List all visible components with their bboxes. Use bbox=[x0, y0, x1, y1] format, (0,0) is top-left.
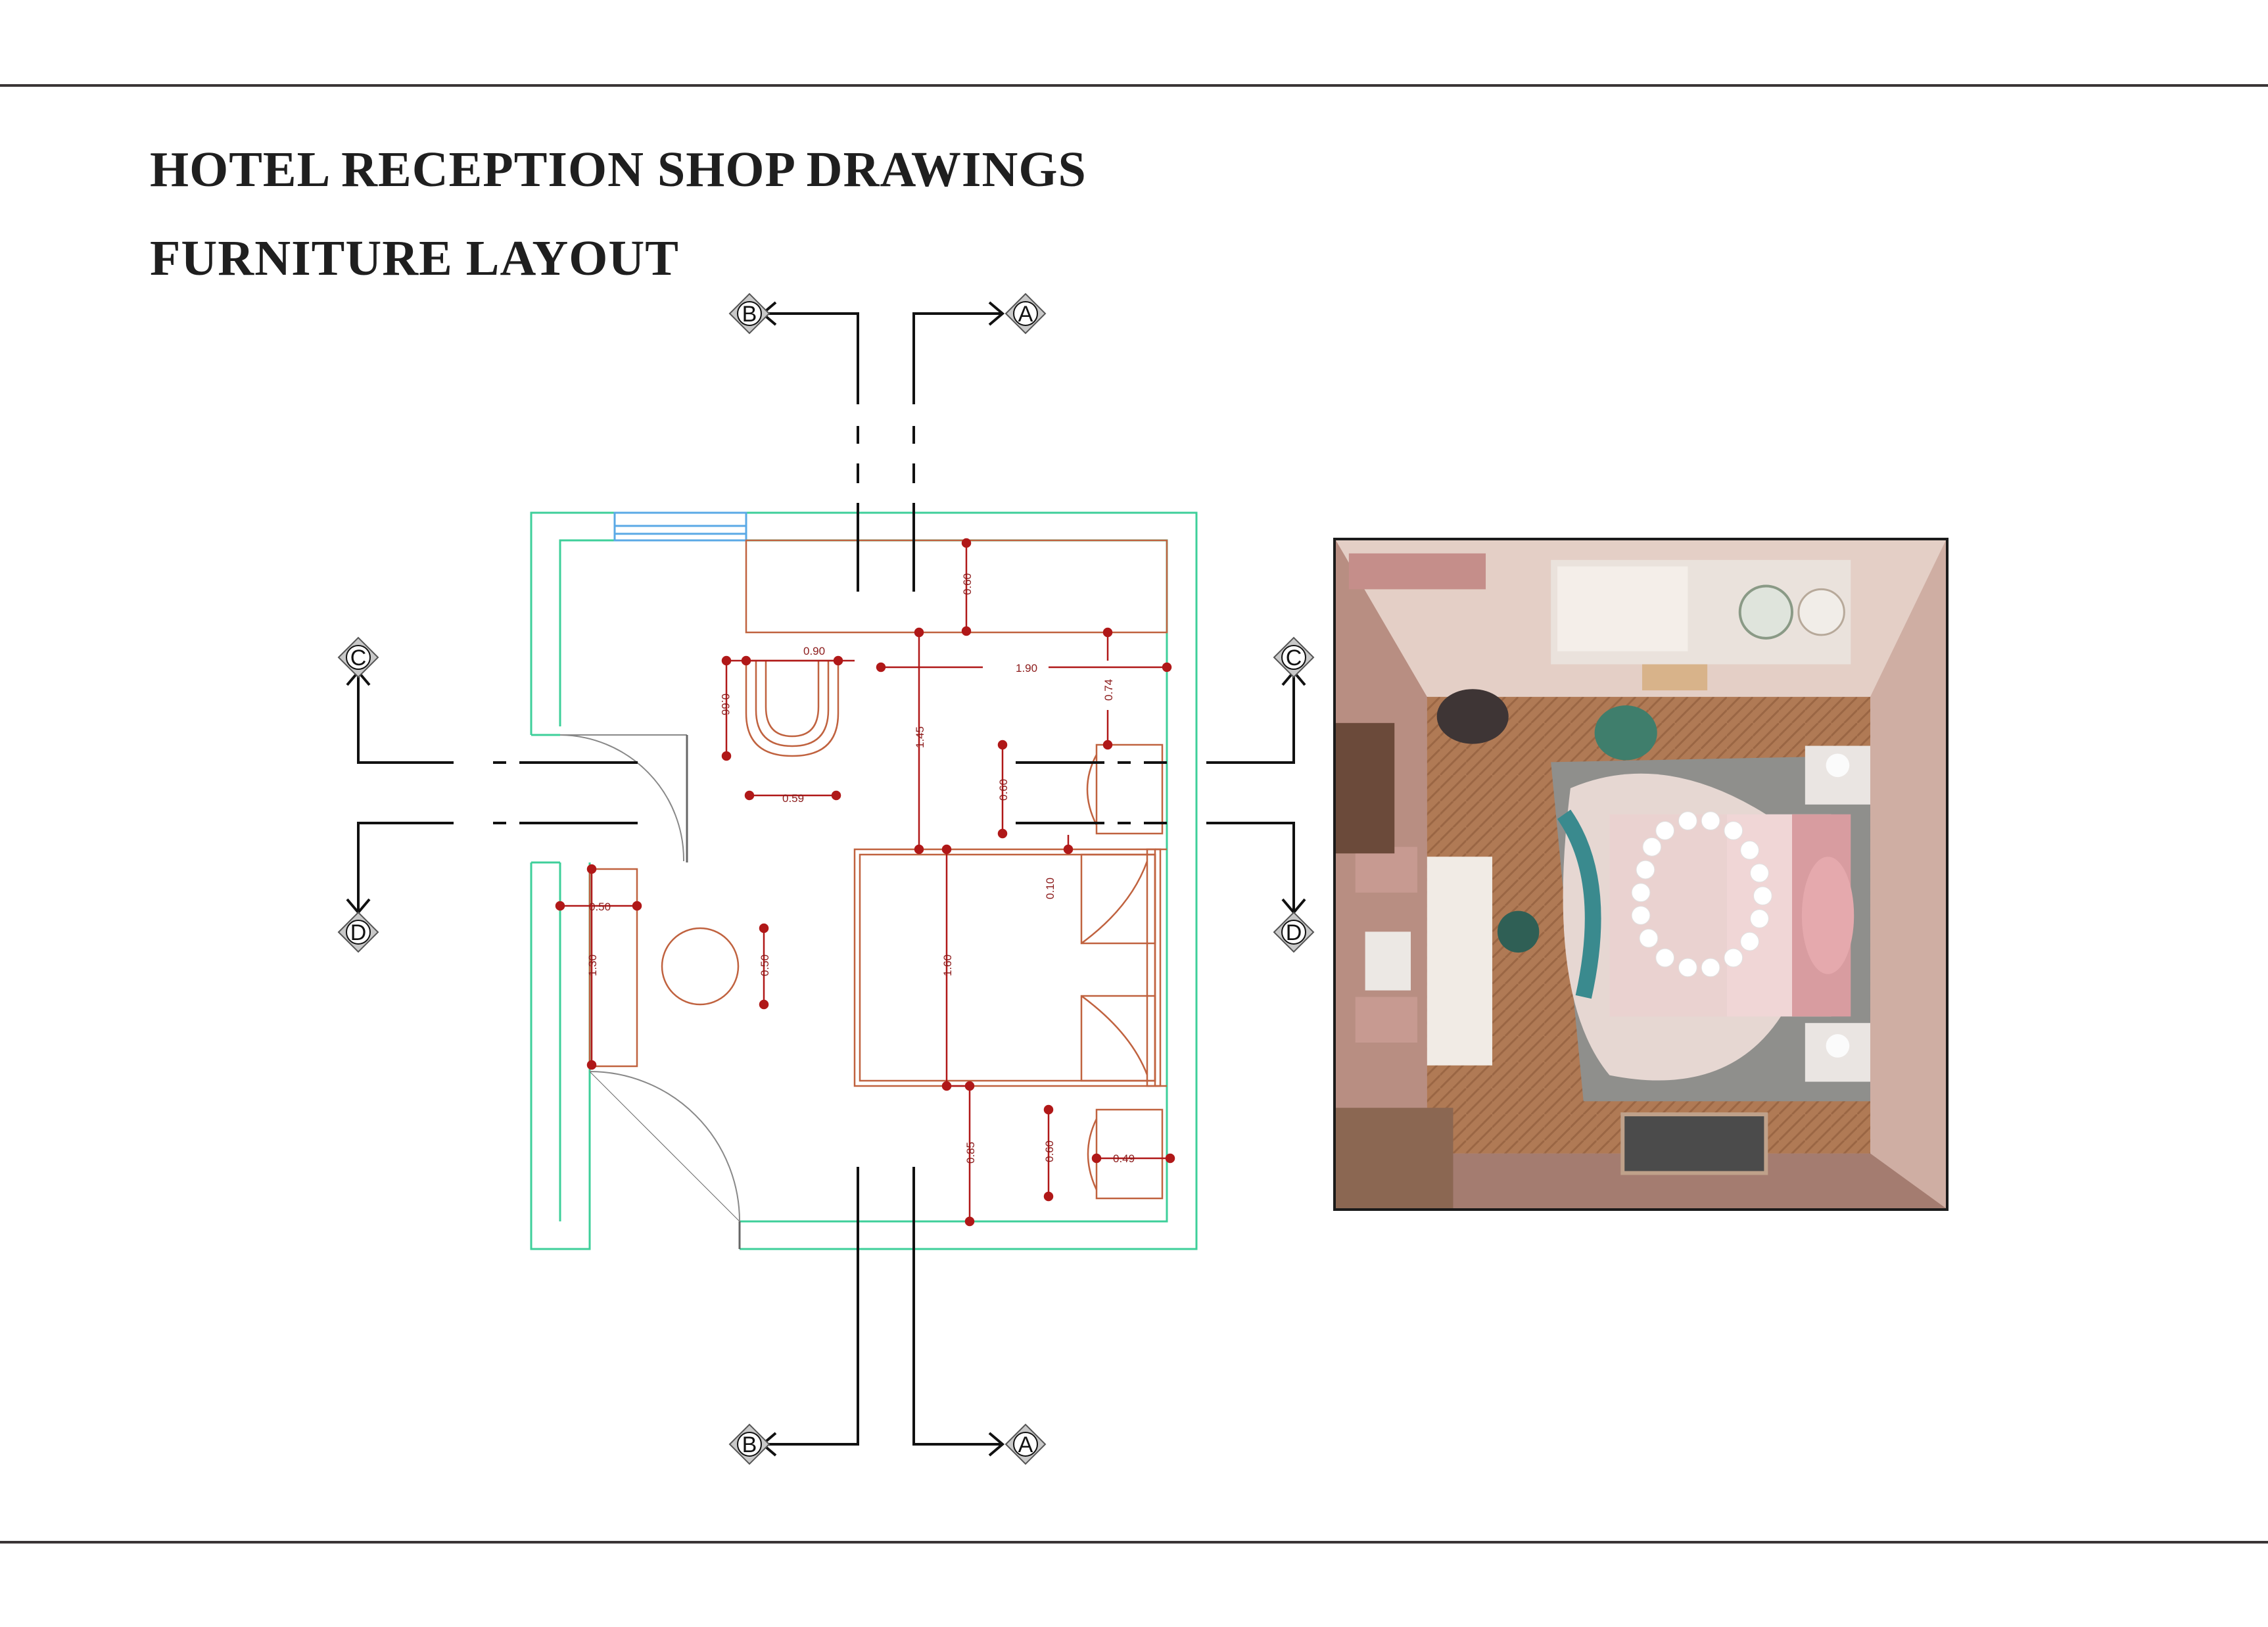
section-bubble-d-left[interactable]: D bbox=[337, 911, 379, 953]
section-letter-c-left: C bbox=[350, 646, 367, 671]
dim-bed-offset-x: 1.90 bbox=[1016, 662, 1037, 674]
page-title: HOTEL RECEPTION SHOP DRAWINGS bbox=[150, 142, 1087, 197]
section-bubble-c-right[interactable]: C bbox=[1273, 636, 1315, 678]
dim-nightstand-gap: 0.74 bbox=[1102, 679, 1115, 701]
dim-chair-depth: 0.66 bbox=[719, 694, 732, 715]
dim-chair-seat: 0.59 bbox=[782, 792, 804, 805]
dim-nightstand-top: 0.60 bbox=[997, 779, 1010, 801]
armchair bbox=[745, 659, 839, 757]
doors bbox=[559, 734, 741, 1249]
dim-stool-diameter: 0.50 bbox=[759, 955, 771, 976]
section-bubble-b-bottom[interactable]: B bbox=[728, 1423, 770, 1465]
section-bubble-a-bottom[interactable]: A bbox=[1004, 1423, 1047, 1465]
section-lines bbox=[357, 312, 1295, 1446]
top-view-bedroom-render bbox=[1333, 538, 1949, 1211]
section-bubble-c-left[interactable]: C bbox=[337, 636, 379, 678]
section-letter-b-bottom: B bbox=[742, 1432, 757, 1457]
section-letter-d-left: D bbox=[350, 920, 367, 945]
dim-bed-gap: 0.10 bbox=[1044, 878, 1056, 899]
section-arrowheads bbox=[346, 301, 1306, 1457]
section-letter-a-bottom: A bbox=[1018, 1432, 1033, 1457]
window bbox=[613, 511, 747, 542]
furniture bbox=[588, 539, 1168, 1200]
dim-desk-width: 0.50 bbox=[589, 901, 611, 913]
dim-wardrobe-depth: 0.60 bbox=[961, 573, 974, 595]
stool bbox=[661, 927, 740, 1006]
dim-bed-length: 1.60 bbox=[941, 955, 954, 976]
wardrobe bbox=[745, 539, 1168, 634]
top-rule bbox=[0, 84, 2268, 87]
section-letter-c-right: C bbox=[1286, 646, 1302, 671]
section-bubble-a-top[interactable]: A bbox=[1004, 293, 1047, 335]
dim-nightstand-bottom: 0.60 bbox=[1043, 1141, 1056, 1162]
dimension-labels: 0.60 0.90 0.66 0.59 1.90 0.74 1.45 0.60 … bbox=[586, 573, 1135, 1165]
dim-bed-offset-y: 1.45 bbox=[914, 726, 926, 748]
section-bubble-b-top[interactable]: B bbox=[728, 293, 770, 335]
dim-chair-width: 0.90 bbox=[803, 645, 825, 657]
bottom-rule bbox=[0, 1541, 2268, 1544]
desk bbox=[588, 868, 638, 1068]
section-letter-b-top: B bbox=[742, 302, 757, 327]
nightstand-top bbox=[1086, 743, 1164, 835]
dim-bottom-gap: 0.85 bbox=[964, 1142, 977, 1164]
section-letter-d-right: D bbox=[1286, 920, 1302, 945]
dim-desk-length: 1.30 bbox=[586, 955, 599, 976]
section-bubble-d-right[interactable]: D bbox=[1273, 911, 1315, 953]
dim-nightstand-width: 0.49 bbox=[1113, 1152, 1135, 1165]
render-illustration bbox=[1336, 540, 1946, 1208]
bed bbox=[853, 848, 1167, 1087]
section-letter-a-top: A bbox=[1018, 302, 1033, 327]
dimension-lines bbox=[555, 538, 1175, 1227]
page-subtitle: FURNITURE LAYOUT bbox=[150, 231, 679, 286]
